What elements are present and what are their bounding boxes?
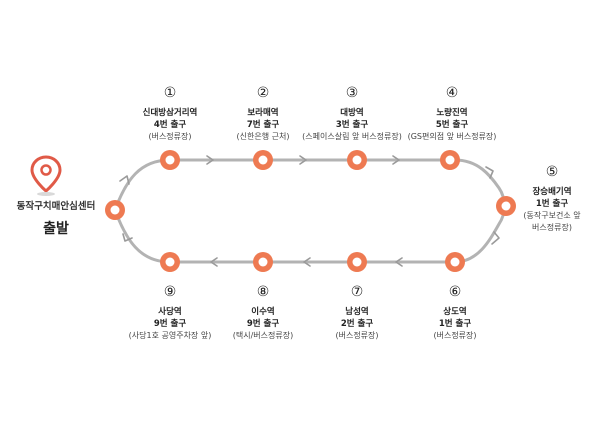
stop-note: (사당1호 공영주차장 앞) [128,331,212,340]
stop-exit: 3번 출구 [335,120,369,130]
route-loop-track [113,158,506,264]
stop-number: ④ [445,85,459,101]
direction-arrow-icon [119,175,130,185]
stop-node-9 [160,252,180,272]
stop-exit: 1번 출구 [535,199,569,209]
stop-number: ⑥ [448,284,462,300]
stop-exit: 2번 출구 [340,319,374,329]
stop-number: ③ [345,85,359,101]
stop-name: 사당역 [158,307,182,317]
stop-label-5: ⑤ 장승배기역 1번 출구 (동작구보건소 앞 버스정류장) [523,163,580,234]
stop-number: ⑧ [256,284,270,300]
stop-number: ① [163,85,177,101]
stop-note: (동작구보건소 앞 [523,211,581,220]
stop-name: 남성역 [345,307,369,317]
stop-label-1: ① 신대방삼거리역 4번 출구 (버스정류장) [143,84,198,143]
stop-exit: 5번 출구 [435,120,469,130]
stop-note: (스페이스살림 앞 버스정류장) [302,132,402,141]
stop-note: (신한은행 근처) [236,132,290,141]
stop-label-7: ⑦ 남성역 2번 출구 (버스정류장) [335,283,378,342]
direction-arrow-icon [299,155,307,165]
direction-arrow-icon [122,233,133,242]
stop-name: 신대방삼거리역 [142,108,198,118]
start-node [105,200,125,220]
stop-exit: 9번 출구 [153,319,187,329]
stop-note: (버스정류장) [148,132,192,141]
stop-node-2 [253,150,273,170]
stop-number: ⑤ [545,164,559,180]
direction-arrow-icon [491,231,500,245]
stop-note: (GS편의점 앞 버스정류장) [407,132,497,141]
stop-node-8 [253,252,273,272]
stop-exit: 1번 출구 [438,319,472,329]
stop-node-3 [347,150,367,170]
stop-label-8: ⑧ 이수역 9번 출구 (택시/버스정류장) [233,283,293,342]
direction-arrow-icon [485,166,494,179]
start-label: 출발 [43,221,69,237]
stop-name: 이수역 [251,307,275,317]
stop-node-1 [160,150,180,170]
stop-node-7 [347,252,367,272]
stop-node-6 [445,252,465,272]
stop-number: ⑨ [163,284,177,300]
stop-name: 노량진역 [436,108,468,118]
direction-arrow-icon [392,155,400,165]
stop-number: ② [256,85,270,101]
stop-label-3: ③ 대방역 3번 출구 (스페이스살림 앞 버스정류장) [302,84,402,143]
stop-note: (버스정류장) [433,331,477,340]
stop-exit: 7번 출구 [246,120,280,130]
stop-name: 대방역 [340,108,364,118]
stop-note: (버스정류장) [335,331,379,340]
stop-exit: 9번 출구 [246,319,280,329]
stop-name: 보라매역 [247,108,279,118]
stop-label-4: ④ 노량진역 5번 출구 (GS편의점 앞 버스정류장) [408,84,497,143]
stop-node-4 [440,150,460,170]
stop-label-6: ⑥ 상도역 1번 출구 (버스정류장) [433,283,476,342]
stop-number: ⑦ [350,284,364,300]
stop-node-5 [496,196,516,216]
stop-label-2: ② 보라매역 7번 출구 (신한은행 근처) [237,84,290,143]
direction-arrow-icon [206,155,214,165]
location-pin-icon [30,155,62,196]
direction-arrow-icon [303,257,311,267]
start-location-name: 동작구치매안심센터 [16,201,96,212]
stop-label-9: ⑨ 사당역 9번 출구 (사당1호 공영주차장 앞) [129,283,212,342]
stop-exit: 4번 출구 [153,120,187,130]
direction-arrow-icon [395,257,403,267]
stop-name: 장승배기역 [532,187,572,197]
direction-arrow-icon [210,257,218,267]
stop-note: (택시/버스정류장) [232,331,294,340]
stop-note-line2: 버스정류장) [532,223,572,232]
stop-name: 상도역 [443,307,467,317]
